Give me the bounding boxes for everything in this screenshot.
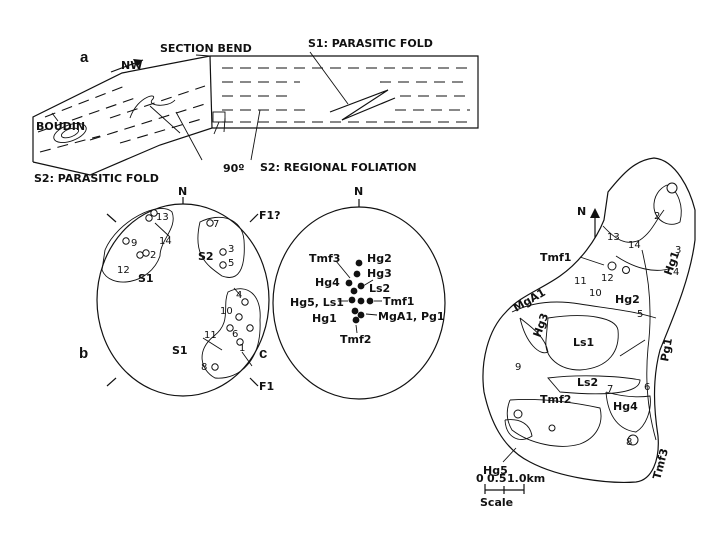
point-4: 4 xyxy=(236,290,242,301)
map-unit-tmf3: Tmf3 xyxy=(650,447,671,481)
map-station-3: 3 xyxy=(675,245,681,256)
domain-s1-upper xyxy=(101,208,174,283)
map-station-7: 7 xyxy=(607,384,613,395)
panel-b-letter: b xyxy=(79,345,88,362)
point-1: 1 xyxy=(239,343,245,354)
point-10: 10 xyxy=(220,306,233,317)
domain-label-s1-upper: S1 xyxy=(138,272,154,285)
s2-parasitic-fold-label: S2: PARASITIC FOLD xyxy=(34,172,159,185)
map-unit-ls2: Ls2 xyxy=(577,376,598,389)
map-station-12: 12 xyxy=(601,273,614,284)
map-outline xyxy=(482,157,696,483)
map-station-9: 9 xyxy=(515,362,521,373)
map-unit-tmf2: Tmf2 xyxy=(540,393,571,406)
point-11: 11 xyxy=(204,330,217,341)
point-9: 9 xyxy=(131,238,137,249)
map-unit-hg4: Hg4 xyxy=(613,400,638,413)
map-unit-ls1-body xyxy=(545,315,619,371)
point-2: 2 xyxy=(150,250,156,261)
section-bend-line xyxy=(209,55,213,129)
s2-regional-foliation-label: S2: REGIONAL FOLIATION xyxy=(260,161,417,174)
map-station-10: 10 xyxy=(589,288,602,299)
stereonet-c-north: N xyxy=(354,185,363,198)
map-station-13: 13 xyxy=(607,232,620,243)
s1-parasitic-fold-shape xyxy=(329,89,389,121)
panel-b-stereonet: N b S1 S2 S1 F1? F1 13 9 2 12 14 7 3 5 4… xyxy=(79,185,281,397)
section-bend-label: SECTION BEND xyxy=(160,42,252,55)
map-station-2: 2 xyxy=(654,211,660,222)
label-ls2: Ls2 xyxy=(369,282,390,295)
map-unit-tmf1: Tmf1 xyxy=(540,251,571,264)
point-5: 5 xyxy=(228,258,234,269)
point-8: 8 xyxy=(201,362,207,373)
boudin-ellipse xyxy=(53,123,87,143)
label-hg5-ls1: Hg5, Ls1 xyxy=(290,296,344,309)
label-tmf2: Tmf2 xyxy=(340,333,371,346)
point-12: 12 xyxy=(117,265,130,276)
point-7: 7 xyxy=(213,219,219,230)
s1-parasitic-fold-label: S1: PARASITIC FOLD xyxy=(308,37,433,50)
domain-label-s2: S2 xyxy=(198,250,214,263)
map-north-label: N xyxy=(577,205,586,218)
point-14: 14 xyxy=(159,236,172,247)
angle-label: 90º xyxy=(223,162,245,175)
label-hg2: Hg2 xyxy=(367,252,392,265)
s2-parasitic-fold-shape xyxy=(129,95,176,119)
map-station-11: 11 xyxy=(574,276,587,287)
panel-c-stereonet: N c Tmf3 Hg2 Hg3 Hg4 Ls2 Hg5, Ls1 Tmf1 M… xyxy=(259,185,446,400)
point-6: 6 xyxy=(232,329,238,340)
panel-c-letter: c xyxy=(259,345,267,362)
point-13: 13 xyxy=(156,212,169,223)
map-station-8: 8 xyxy=(626,437,632,448)
map-unit-pg1: Pg1 xyxy=(658,337,675,362)
map-scale-tick-1-0: 1.0km xyxy=(507,472,545,485)
map-unit-mga1: MgA1 xyxy=(511,286,548,315)
panel-a-block-diagram: a xyxy=(32,37,479,185)
label-tmf1: Tmf1 xyxy=(383,295,414,308)
domain-label-s1-lower: S1 xyxy=(172,344,188,357)
axis-label-f1: F1 xyxy=(259,380,274,393)
geologic-map: N Tmf1 Hg1 MgA1 Hg3 Hg2 Pg1 Ls1 Ls2 Tmf2… xyxy=(476,157,696,509)
map-unit-hg5: Hg5 xyxy=(483,464,508,477)
map-station-5: 5 xyxy=(637,309,643,320)
panel-a-letter: a xyxy=(80,49,89,66)
right-angle-marker xyxy=(212,111,226,123)
domain-s1-lower xyxy=(201,288,261,379)
boudin-label: BOUDIN xyxy=(36,120,85,133)
point-3: 3 xyxy=(228,244,234,255)
map-unit-hg3: Hg3 xyxy=(531,311,552,339)
label-tmf3: Tmf3 xyxy=(309,252,340,265)
map-scale-caption: Scale xyxy=(480,496,513,509)
label-mga1-pg1: MgA1, Pg1 xyxy=(378,310,445,323)
map-station-6: 6 xyxy=(644,382,650,393)
map-scale-tick-0-5: 0.5 xyxy=(487,472,507,485)
label-hg1: Hg1 xyxy=(312,312,337,325)
stereonet-b-north: N xyxy=(178,185,187,198)
label-hg3: Hg3 xyxy=(367,267,392,280)
label-hg4: Hg4 xyxy=(315,276,340,289)
map-unit-ls1: Ls1 xyxy=(573,336,594,349)
map-station-4: 4 xyxy=(673,267,679,278)
map-scale-tick-0: 0 xyxy=(476,472,484,485)
direction-label: NW xyxy=(121,59,142,72)
map-unit-hg2: Hg2 xyxy=(615,293,640,306)
domain-s2 xyxy=(197,216,245,278)
map-station-14: 14 xyxy=(628,240,641,251)
axis-label-f1-query: F1? xyxy=(259,209,281,222)
